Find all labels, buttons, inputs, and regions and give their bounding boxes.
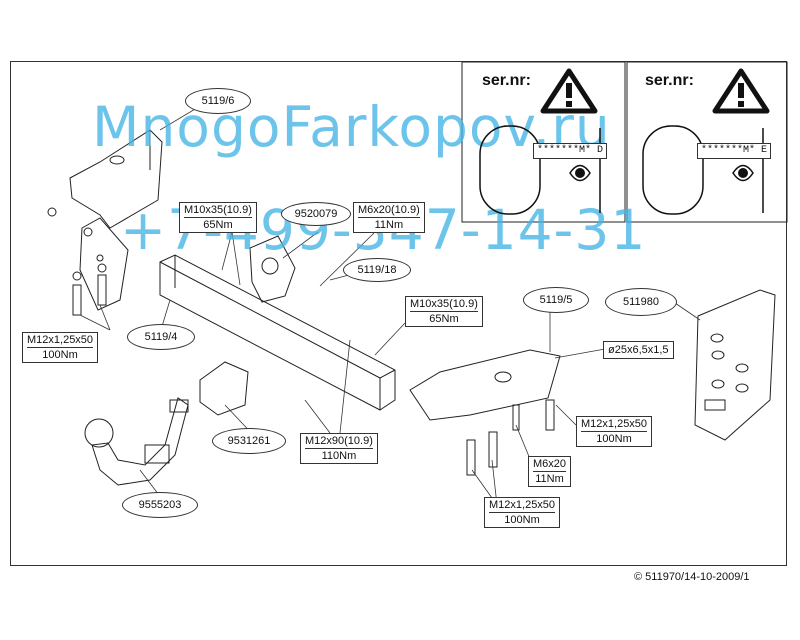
spec-size: M12x90(10.9) — [305, 435, 373, 449]
socket-plate — [249, 235, 296, 303]
spec-torque: 65Nm — [429, 313, 459, 325]
spec-torque: 11Nm — [535, 473, 564, 485]
drawing-frame — [10, 61, 787, 566]
spec-m6-top: M6x20(10.9) 11Nm — [353, 202, 425, 233]
socket-block — [199, 361, 249, 416]
part-label-5119-4: 5119/4 — [127, 324, 195, 350]
watermark-site: MnogoFarkopov.ru — [92, 95, 611, 159]
serial-plate-d: *******M* D — [533, 143, 608, 159]
part-label-9520079: 9520079 — [281, 202, 351, 226]
tow-neck — [91, 397, 189, 486]
warning-triangle-icon — [540, 68, 598, 114]
bracket-5119-6 — [69, 129, 163, 229]
part-label-511980: 511980 — [605, 288, 677, 316]
part-label-9555203: 9555203 — [122, 492, 198, 518]
spec-torque: 65Nm — [203, 219, 233, 231]
spec-m12-bottom: M12x1,25x50 100Nm — [484, 497, 561, 528]
ser-nr-label-d: ser.nr: — [482, 72, 531, 89]
spec-m12-mid: M12x90(10.9) 110Nm — [300, 433, 378, 464]
spec-torque: 110Nm — [321, 450, 357, 462]
serial-plate-e: *******M* E — [697, 143, 772, 159]
part-label-5119-5: 5119/5 — [523, 287, 589, 313]
spec-size: M12x1,25x50 — [489, 499, 556, 513]
spec-size: M6x20(10.9) — [358, 204, 420, 218]
spec-size: M6x20 — [533, 458, 567, 472]
spec-m12-right: M12x1,25x50 100Nm — [576, 416, 653, 447]
spec-washer-size: ø25x6,5x1,5 — [608, 344, 669, 356]
warning-panel-e-frame — [626, 61, 788, 223]
bracket-5119-5 — [409, 349, 561, 421]
spec-torque: 100Nm — [42, 349, 78, 361]
spec-m10-top: M10x35(10.9) 65Nm — [179, 202, 257, 233]
spec-size: M10x35(10.9) — [184, 204, 252, 218]
side-plate-left — [79, 217, 129, 311]
eye-icon — [642, 125, 764, 215]
spec-torque: 11Nm — [374, 219, 404, 231]
spec-torque: 100Nm — [596, 433, 632, 445]
spec-size: M12x1,25x50 — [27, 334, 94, 348]
part-label-5119-18: 5119/18 — [343, 258, 411, 282]
ser-nr-label-e: ser.nr: — [645, 72, 694, 89]
spec-m12-left: M12x1,25x50 100Nm — [22, 332, 99, 363]
spec-m6-bottom: M6x20 11Nm — [528, 456, 572, 487]
part-label-5119-6: 5119/6 — [185, 88, 251, 114]
warning-panel-d-frame — [461, 61, 626, 223]
plate-511980 — [694, 289, 776, 441]
spec-torque: 100Nm — [504, 514, 540, 526]
spec-size: M10x35(10.9) — [410, 298, 478, 312]
bolt-left-1 — [72, 284, 82, 316]
eye-icon — [479, 125, 601, 215]
spec-size: M12x1,25x50 — [581, 418, 648, 432]
warning-triangle-icon — [712, 68, 770, 114]
part-label-9531261: 9531261 — [212, 428, 286, 454]
spec-washer: ø25x6,5x1,5 — [603, 341, 674, 359]
bolt-left-2 — [97, 274, 107, 306]
copyright-note: © 511970/14-10-2009/1 — [634, 571, 750, 583]
tow-ball — [84, 418, 114, 448]
spec-m10-mid: M10x35(10.9) 65Nm — [405, 296, 483, 327]
